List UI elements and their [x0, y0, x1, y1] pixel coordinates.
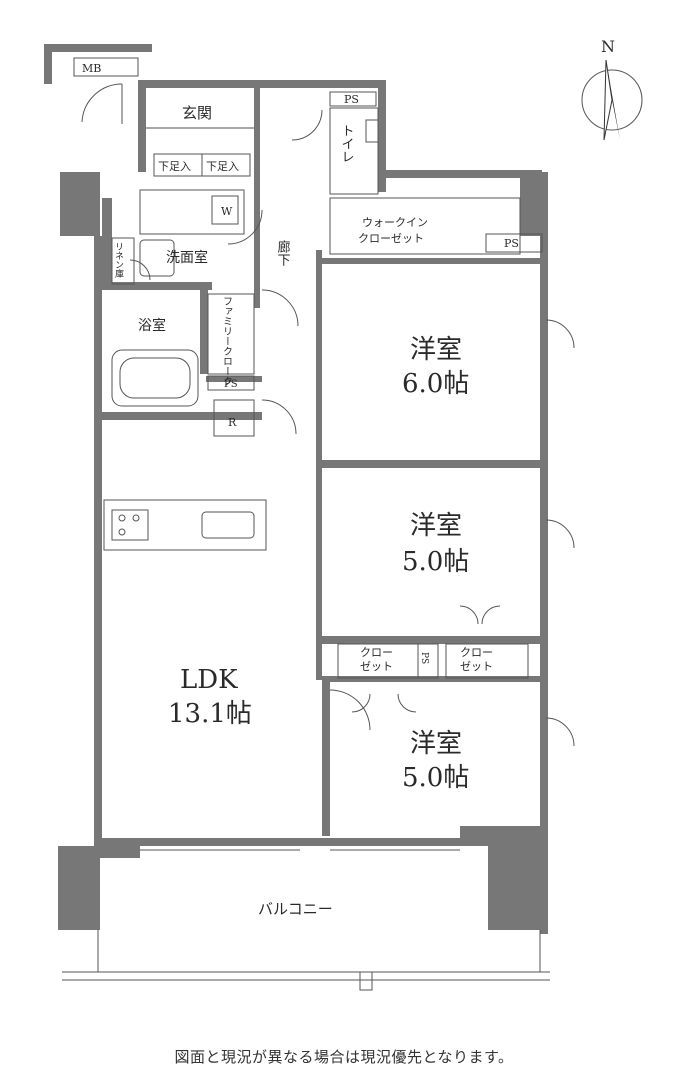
senmen-label: 洗面室 [166, 249, 208, 266]
closet-b-label-2: ゼット [460, 660, 493, 673]
wic-label-2: クローゼット [358, 232, 424, 245]
linen-label: リネン庫 [113, 242, 124, 279]
room-labels: MB 玄関 下足入 下足入 PS トイレ W ウォークイン クローゼット PS … [82, 62, 519, 918]
thin-lines [62, 57, 575, 991]
ps-wic-label: PS [504, 237, 519, 250]
north-arrow-icon: N [581, 37, 643, 141]
genkan-label: 玄関 [182, 104, 212, 122]
ps-top-label: PS [344, 93, 359, 106]
room1-size: 6.0帖 [402, 369, 469, 399]
toilet-label: トイレ [339, 124, 354, 163]
walls [44, 44, 548, 934]
room2-size: 5.0帖 [402, 547, 469, 577]
disclaimer-caption: 図面と現況が異なる場合は現況優先となります。 [174, 1048, 514, 1066]
room3-size: 5.0帖 [402, 763, 469, 793]
ps-mid-label: PS [224, 379, 238, 390]
closet-a-label-1: クロー [360, 646, 393, 659]
family-cloak-label: ファミリークローク [221, 296, 232, 386]
room2-name: 洋室 [410, 511, 462, 541]
shoe-cabinet-label-2: 下足入 [206, 160, 239, 173]
mb-label: MB [82, 62, 101, 75]
ps-closet-label: PS [419, 652, 429, 664]
yokushitsu-label: 浴室 [138, 317, 166, 334]
wic-label-1: ウォークイン [362, 216, 428, 229]
washer-label: W [221, 205, 233, 218]
north-label: N [601, 37, 615, 56]
room3-name: 洋室 [410, 729, 462, 759]
rouka-label: 廊下 [275, 239, 291, 266]
r-label: R [228, 416, 237, 429]
room1-name: 洋室 [410, 335, 462, 365]
closet-b-label-1: クロー [460, 646, 493, 659]
shoe-cabinet-label-1: 下足入 [158, 160, 191, 173]
ldk-size: 13.1帖 [168, 699, 252, 729]
ldk-name: LDK [180, 665, 238, 695]
closet-a-label-2: ゼット [360, 660, 393, 673]
balcony-label: バルコニー [258, 900, 333, 918]
